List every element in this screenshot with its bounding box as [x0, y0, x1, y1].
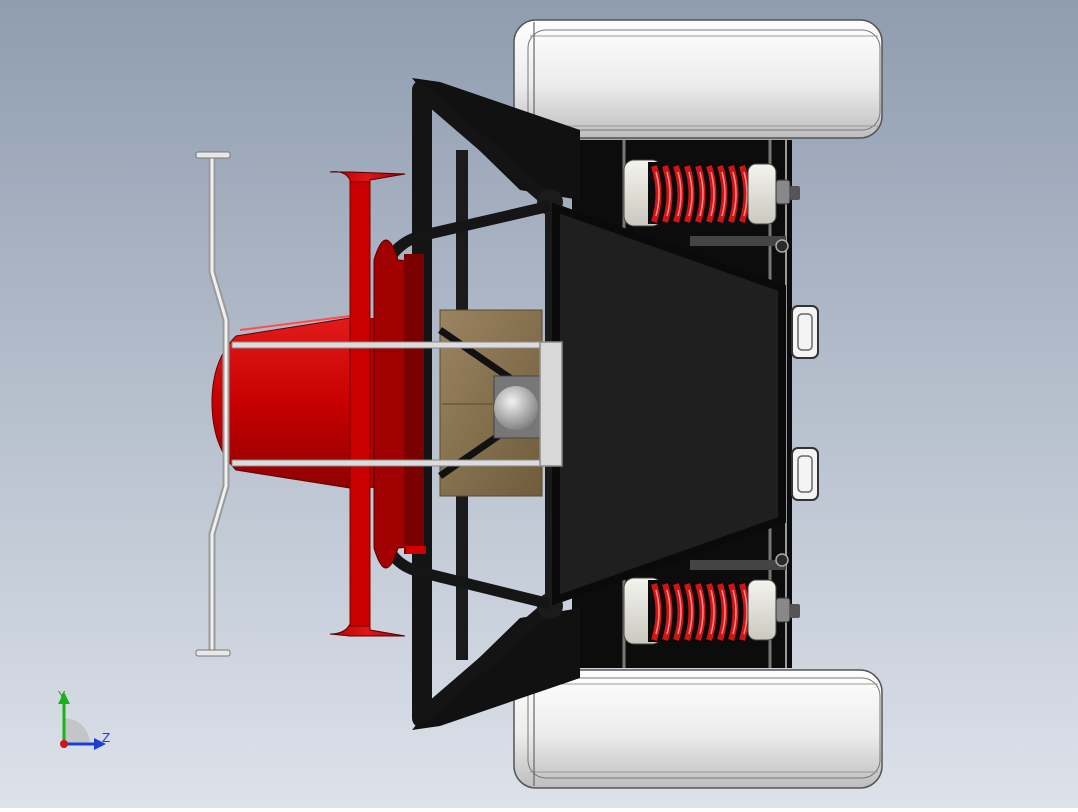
spring-coil-highlight — [699, 589, 704, 635]
coil-spring-top — [651, 165, 750, 223]
tire-bottom — [513, 669, 883, 789]
spring-coil-highlight — [688, 171, 693, 217]
spring-coil-highlight — [710, 589, 715, 635]
spring-coil-highlight — [721, 589, 726, 635]
shock-absorber-top — [623, 159, 800, 227]
floor-panel — [552, 202, 786, 606]
front-strut-bar — [195, 151, 563, 657]
spring-coil-highlight — [732, 171, 737, 217]
spring-coil-highlight — [721, 171, 726, 217]
coordinate-triad: Y Z — [57, 689, 110, 750]
steering-ball — [494, 386, 538, 430]
spring-coil-highlight — [655, 589, 660, 635]
triad-origin — [60, 740, 68, 748]
rear-bracket-bottom — [791, 447, 819, 501]
triad-z-label: Z — [102, 731, 110, 745]
spring-coil-highlight — [732, 589, 737, 635]
shock-absorber-bottom — [623, 577, 800, 645]
tire-top — [513, 19, 883, 139]
triad-y-label: Y — [57, 689, 66, 703]
coil-spring-bottom — [651, 583, 750, 641]
spring-coil-highlight — [677, 171, 682, 217]
spring-coil-highlight — [666, 589, 671, 635]
spring-coil-highlight — [743, 589, 748, 635]
spring-coil-highlight — [677, 589, 682, 635]
front-wing — [329, 171, 426, 637]
spring-coil-highlight — [655, 171, 660, 217]
spring-coil-highlight — [710, 171, 715, 217]
spring-coil-highlight — [699, 171, 704, 217]
spring-coil-highlight — [688, 589, 693, 635]
spring-coil-highlight — [666, 171, 671, 217]
seat — [438, 309, 544, 497]
spring-coil-highlight — [743, 171, 748, 217]
rear-bracket-top — [791, 305, 819, 359]
